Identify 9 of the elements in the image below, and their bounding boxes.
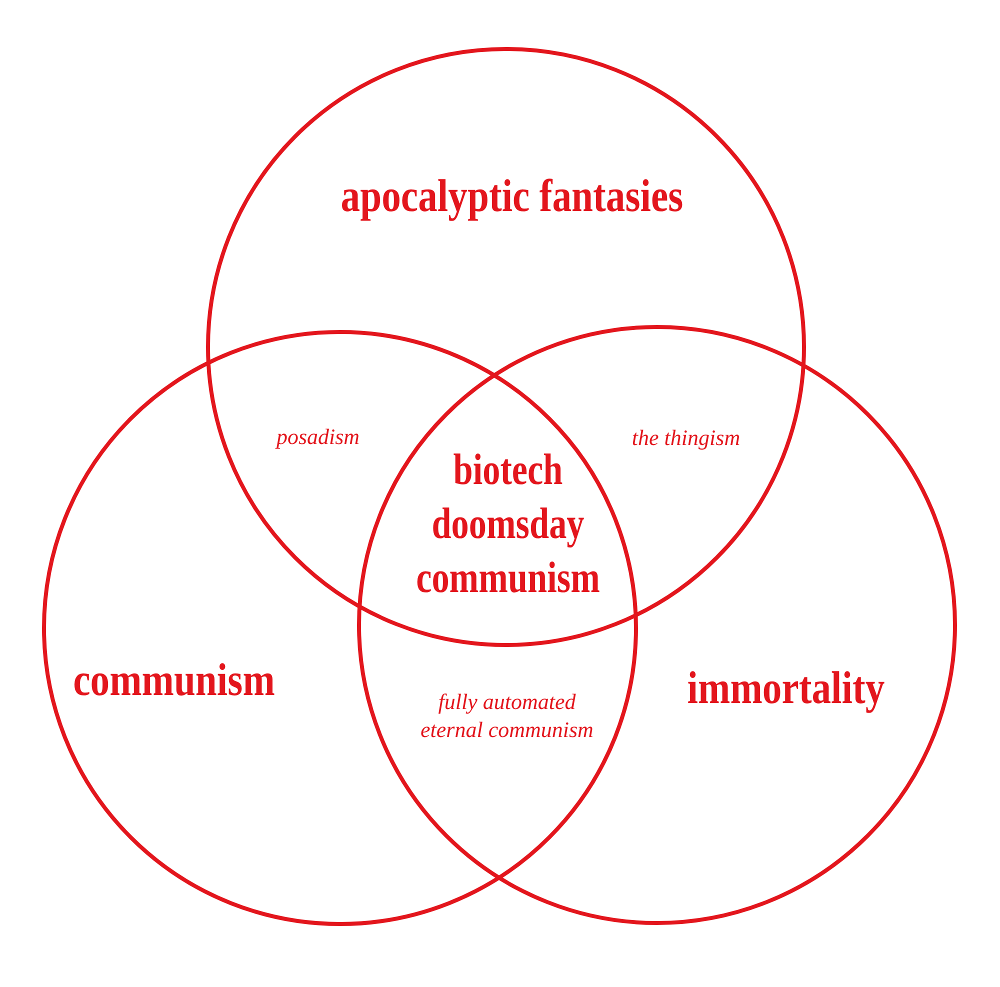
set-label: apocalyptic fantasies <box>340 170 684 222</box>
overlap-label: the thingism <box>632 424 740 452</box>
venn-circle <box>357 325 957 925</box>
set-label: communism <box>73 654 275 706</box>
set-label: immortality <box>687 662 885 714</box>
overlap-label: fully automated eternal communism <box>420 688 594 744</box>
overlap-label: posadism <box>276 423 360 451</box>
venn-circle <box>206 47 806 647</box>
center-overlap-label: biotech doomsday communism <box>415 444 601 604</box>
